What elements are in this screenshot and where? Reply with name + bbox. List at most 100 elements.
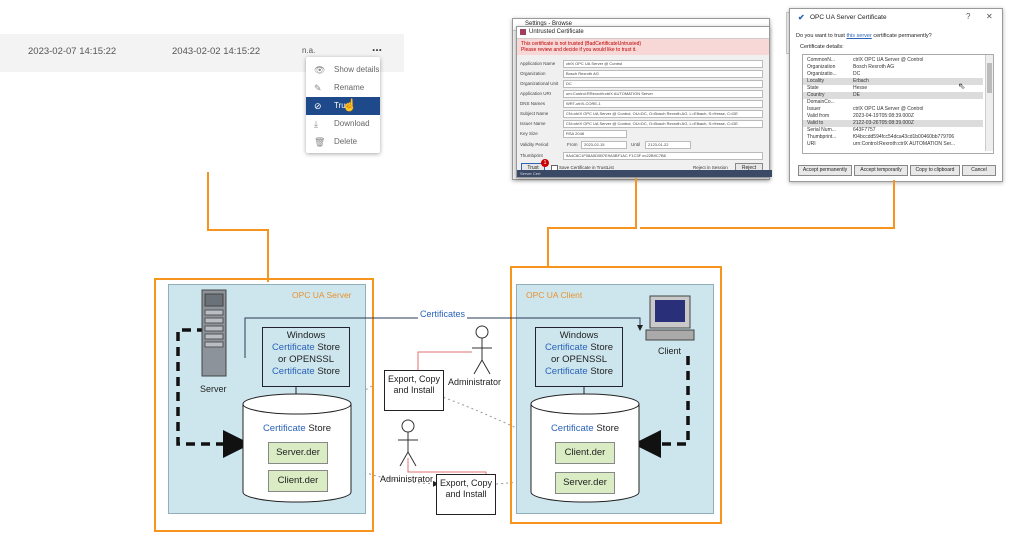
store-line: Store	[590, 366, 614, 377]
client-zone-outline	[510, 266, 722, 524]
mouse-cursor-icon: ⇖	[958, 81, 966, 91]
menu-item-trust[interactable]: ⊘ Trust ☝	[306, 97, 380, 115]
detail-row: CommonN... ctrlX OPC UA Server @ Control	[803, 57, 983, 64]
created-date: 2023-02-07 14:15:22	[28, 46, 117, 57]
field-label: Application URI	[520, 91, 552, 96]
detail-key: Issuer	[807, 106, 821, 112]
from-value[interactable]: 2023-02-15	[581, 141, 627, 149]
detail-value: 2023-04-19T05:08:39.000Z	[853, 113, 914, 119]
detail-value: DE	[853, 92, 860, 98]
checkmark-icon: ✔	[798, 13, 805, 22]
server-zone-outline	[154, 278, 374, 532]
menu-item-rename[interactable]: ✎ Rename	[306, 79, 380, 97]
client-zone-title: OPC UA Client	[526, 290, 583, 300]
menu-item-label: Show details	[334, 65, 380, 74]
export-line: Export, Copy	[387, 374, 441, 384]
connector-untrusted-to-client	[547, 178, 637, 268]
detail-value: 2122-03-26T05:08:39.000Z	[853, 120, 914, 126]
detail-row: DomainCo...	[803, 99, 983, 106]
scrollbar-thumb[interactable]	[987, 63, 992, 93]
administrator-top-figure	[472, 325, 492, 375]
detail-row: Serial Num...643F7757	[803, 127, 983, 134]
field-label: Thumbprint	[520, 153, 543, 158]
dialog-titlebar: Untrusted Certificate	[517, 27, 769, 39]
untrusted-certificate-dialog: Untrusted Certificate This certificate i…	[516, 26, 772, 178]
client-label: Client	[658, 346, 682, 356]
cancel-button[interactable]: Cancel	[962, 165, 996, 176]
export-line: and Install	[445, 489, 487, 499]
detail-key: URI	[807, 141, 816, 147]
server-der-file: Server.der	[268, 442, 328, 464]
client-cert-store-label: Certificate Store	[531, 423, 639, 434]
detail-key: Organizatio...	[807, 71, 837, 77]
field-value[interactable]: CN=ctrlX OPC UA Server @ Control, OU=DC,…	[563, 110, 763, 118]
cert-store-label-text: Store	[593, 423, 620, 434]
detail-key: CommonN...	[807, 57, 836, 63]
accept-permanently-button[interactable]: Accept permanently	[798, 165, 852, 176]
server-der-file: Server.der	[555, 472, 615, 494]
validity-row: Validity Period From 2023-02-15 Until 21…	[517, 140, 767, 149]
detail-value: DC	[853, 71, 861, 77]
ua-certificate-dialog: ✔ OPC UA Server Certificate ? ✕ Do you w…	[789, 8, 1003, 182]
field-label: Organizational Unit	[520, 81, 559, 86]
server-link[interactable]: this server	[846, 33, 872, 39]
menu-item-label: Download	[334, 119, 370, 128]
until-value[interactable]: 2123-01-22	[645, 141, 691, 149]
field-value[interactable]: RSA 2048	[563, 130, 627, 138]
store-line: Windows	[559, 330, 599, 341]
more-options-button[interactable]: ...	[372, 40, 383, 54]
trust-prompt: Do you want to trust this server certifi…	[796, 33, 932, 39]
cert-store-label-highlight: Certificate	[550, 423, 594, 434]
export-line: and Install	[393, 385, 435, 395]
field-value[interactable]: WRT-ctrlX-CORE-1	[563, 100, 763, 108]
server-windows-store-box: Windows Certificate Store or OPENSSL Cer…	[262, 327, 350, 387]
field-value[interactable]: DC	[563, 80, 763, 88]
pencil-icon: ✎	[314, 83, 322, 93]
client-zone	[516, 284, 714, 514]
help-button[interactable]: ?	[966, 12, 971, 21]
administrator-bottom-label: Administrator	[380, 474, 434, 484]
administrator-bottom-figure	[398, 419, 418, 467]
field-value[interactable]: 9A4C8C1F08A5D0B7E9A0BF1AC F1C3F ec22B9C7…	[563, 152, 763, 160]
cert-store-label-highlight: Certificate	[262, 423, 306, 434]
field-value[interactable]: ctrlX OPC UA Server @ Control	[563, 60, 763, 68]
detail-row: Country DE	[803, 92, 983, 99]
field-label: Organization	[520, 71, 546, 76]
connector-ua-dialog-to-client	[640, 180, 895, 229]
copy-to-clipboard-button[interactable]: Copy to clipboard	[910, 165, 960, 176]
detail-key: Country	[807, 92, 825, 98]
warning-banner: This certificate is not trusted (BadCert…	[517, 39, 769, 55]
store-line: or OPENSSL	[551, 354, 607, 365]
admin-top-link	[417, 351, 472, 372]
cert-store-label-text: Store	[305, 423, 332, 434]
menu-item-delete[interactable]: 🗑 Delete	[306, 133, 380, 151]
detail-value: ctrlX OPC UA Server @ Control	[853, 57, 924, 63]
accept-temporarily-button[interactable]: Accept temporarily	[854, 165, 908, 176]
detail-key: Locality	[807, 78, 824, 84]
field-value[interactable]: CN=ctrlX OPC UA Server @ Control, OU=DC,…	[563, 120, 763, 128]
certificate-details-list[interactable]: CommonN...ctrlX OPC UA Server @ Control …	[802, 54, 994, 154]
prompt-text: certificate permanently?	[871, 33, 932, 39]
field-label: Subject Name	[520, 111, 549, 116]
status-text: n.a.	[302, 46, 316, 55]
dialog-title: OPC UA Server Certificate	[810, 14, 887, 21]
export-line: Export, Copy	[439, 478, 493, 488]
field-label: Key Size	[520, 131, 538, 136]
close-button[interactable]: ✕	[986, 12, 993, 21]
dialog-title: Untrusted Certificate	[529, 29, 584, 35]
menu-item-download[interactable]: ⤓ Download	[306, 115, 380, 133]
reject-session-button[interactable]: Reject in Session	[693, 165, 728, 170]
administrator-top-label: Administrator	[448, 377, 502, 387]
details-scrollbar[interactable]	[985, 55, 993, 151]
field-label: Issuer Name	[520, 121, 546, 126]
warning-line: This certificate is not trusted (BadCert…	[521, 41, 642, 47]
field-value[interactable]: Bosch Rexroth AG	[563, 70, 763, 78]
store-line-highlight: Certificate	[544, 366, 588, 377]
server-zone	[168, 284, 366, 514]
field-label: DNS Names	[520, 101, 546, 106]
menu-item-show-details[interactable]: 👁 Show details	[306, 61, 380, 79]
field-value[interactable]: urn:Control:RRexroth:ctrlX AUTOMATION Se…	[563, 90, 763, 98]
store-line: Windows	[286, 330, 326, 341]
menu-item-label: Trust	[334, 101, 352, 110]
